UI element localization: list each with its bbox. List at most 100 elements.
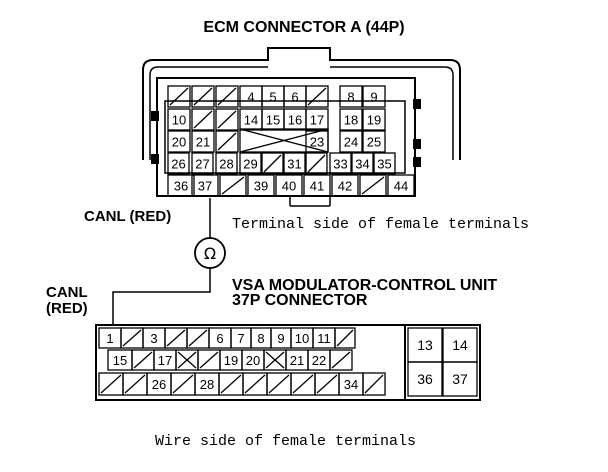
terminal-number: 9	[370, 90, 377, 105]
vsa-terminal: 10	[290, 327, 314, 349]
terminal-number: 28	[200, 377, 214, 392]
terminal-number: 31	[287, 157, 301, 172]
terminal-number: 28	[219, 157, 233, 172]
terminal-number: 23	[310, 135, 324, 150]
terminal-number: 25	[367, 135, 381, 150]
terminal-number: 18	[344, 113, 358, 128]
vsa-terminal	[329, 349, 353, 371]
ecm-terminal	[215, 130, 239, 153]
ecm-terminal: 29	[239, 152, 262, 175]
vsa-terminal	[362, 372, 386, 396]
ecm-connector	[142, 47, 461, 207]
ecm-terminal	[305, 152, 328, 175]
ecm-terminal: 6	[283, 85, 307, 108]
ecm-terminal: 10	[167, 108, 191, 131]
vsa-title-line2: 37P CONNECTOR	[232, 292, 368, 309]
vsa-terminal: 3	[142, 327, 166, 349]
vsa-terminal: 8	[250, 327, 272, 349]
vsa-large-terminal: 36	[407, 361, 443, 397]
ecm-terminal: 41	[303, 174, 331, 197]
ecm-terminal	[191, 85, 215, 108]
vsa-terminal	[131, 349, 155, 371]
terminal-number: 16	[288, 113, 302, 128]
blank-terminal-mark	[217, 87, 237, 106]
ecm-terminal	[215, 85, 239, 108]
terminal-number: 33	[333, 157, 347, 172]
vsa-terminal: 21	[285, 349, 309, 371]
blank-terminal-mark	[193, 87, 213, 106]
ecm-terminal: 40	[275, 174, 303, 197]
vsa-terminal: 22	[307, 349, 331, 371]
terminal-number: 1	[106, 331, 113, 346]
terminal-number: 37	[198, 179, 212, 194]
ecm-terminal: 24	[339, 130, 363, 153]
ecm-terminal	[219, 174, 247, 197]
ecm-outer-housing	[142, 47, 461, 160]
vsa-terminal: 19	[219, 349, 243, 371]
terminal-number: 44	[394, 179, 408, 194]
vsa-large-terminal: 13	[407, 327, 443, 363]
ecm-terminal: 9	[362, 85, 386, 108]
ecm-terminal: 26	[167, 152, 190, 175]
ecm-terminal: 31	[283, 152, 306, 175]
terminal-number: 15	[113, 353, 127, 368]
ecm-terminal	[215, 108, 239, 131]
ohm-symbol: Ω	[204, 244, 216, 263]
vsa-terminal	[170, 372, 196, 396]
vsa-terminal	[197, 349, 221, 371]
terminal-number: 26	[171, 157, 185, 172]
ecm-terminal: 5	[261, 85, 285, 108]
terminal-number: 42	[338, 179, 352, 194]
terminal-number: 19	[367, 113, 381, 128]
vsa-terminal	[164, 327, 188, 349]
blank-terminal-mark	[361, 176, 385, 195]
terminal-number: 15	[266, 113, 280, 128]
canl-vsa-label-line1: CANL	[46, 284, 88, 301]
vsa-terminal: 15	[107, 349, 133, 371]
terminal-number: 22	[312, 353, 326, 368]
ecm-terminal: 16	[283, 108, 307, 131]
terminal-number: 6	[216, 331, 223, 346]
blank-terminal-mark	[217, 132, 237, 151]
terminal-number: 26	[152, 377, 166, 392]
ecm-terminal: 15	[261, 108, 285, 131]
terminal-number: 10	[295, 331, 309, 346]
blank-terminal-mark	[122, 329, 142, 347]
terminal-number: 5	[269, 90, 276, 105]
terminal-number: 8	[257, 331, 264, 346]
blank-terminal-mark	[263, 154, 282, 173]
blank-terminal-mark	[364, 374, 384, 394]
terminal-number: 19	[224, 353, 238, 368]
vsa-terminal: 6	[208, 327, 232, 349]
ecm-terminal: 4	[239, 85, 263, 108]
canl-vsa-label-line2: (RED)	[46, 300, 88, 317]
ecm-terminal	[191, 108, 215, 131]
terminal-number: 11	[317, 331, 331, 346]
terminal-number: 7	[237, 331, 244, 346]
blank-terminal-mark	[100, 374, 122, 394]
blank-terminal-mark	[193, 110, 213, 129]
canl-vsa-wire	[112, 268, 211, 325]
ecm-terminal: 34	[351, 152, 374, 175]
vsa-terminal	[120, 327, 144, 349]
ecm-terminal: 8	[339, 85, 363, 108]
terminal-number: 20	[246, 353, 260, 368]
blank-terminal-mark	[169, 87, 189, 106]
ecm-terminal	[167, 85, 191, 108]
ecm-terminal: 19	[362, 108, 386, 131]
blank-terminal-mark	[316, 374, 338, 394]
blank-terminal-mark	[244, 374, 266, 394]
ecm-terminal: 25	[362, 130, 386, 153]
blank-terminal-mark	[188, 329, 208, 347]
vsa-terminal	[334, 327, 356, 349]
blank-terminal-mark	[336, 329, 354, 347]
canl-ecm-label: CANL (RED)	[84, 208, 171, 225]
vsa-terminal	[218, 372, 244, 396]
blank-terminal-mark	[292, 374, 314, 394]
vsa-terminal	[98, 372, 124, 396]
ohmmeter-icon	[194, 237, 226, 269]
ecm-terminal: 33	[329, 152, 352, 175]
vsa-terminal	[175, 349, 199, 371]
